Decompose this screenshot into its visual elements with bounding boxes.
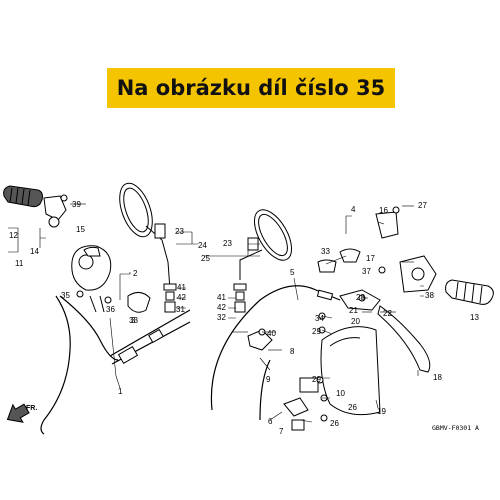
label-8: 8 — [290, 347, 295, 356]
label-14: 14 — [30, 247, 39, 256]
label-40: 40 — [267, 329, 276, 338]
label-41-right: 41 — [217, 293, 226, 302]
left-mirror — [119, 182, 177, 313]
label-42-left: 42 — [177, 293, 186, 302]
label-25: 25 — [201, 254, 210, 263]
leader-lines — [8, 203, 424, 423]
label-24: 24 — [198, 241, 207, 250]
label-21: 21 — [349, 306, 358, 315]
label-28: 28 — [356, 293, 365, 302]
label-1: 1 — [118, 387, 123, 396]
label-39: 39 — [72, 200, 81, 209]
label-42-right: 42 — [217, 303, 226, 312]
front-direction-arrow: FR. — [6, 403, 37, 423]
label-11: 11 — [15, 259, 24, 268]
label-18: 18 — [433, 373, 442, 382]
label-3: 3 — [131, 316, 136, 325]
label-9: 9 — [266, 375, 271, 384]
label-38: 38 — [425, 291, 434, 300]
label-26-lower: 26 — [330, 419, 339, 428]
label-6: 6 — [268, 417, 273, 426]
label-33-right: 33 — [321, 247, 330, 256]
label-37: 37 — [362, 267, 371, 276]
label-31: 31 — [176, 305, 185, 314]
left-grip — [3, 185, 43, 208]
label-33-left: 33 — [129, 316, 138, 325]
right-grip — [445, 279, 494, 305]
label-29-lower: 29 — [312, 375, 321, 384]
diagram-code: GBMV-F0301 A — [432, 424, 479, 432]
label-4: 4 — [351, 205, 356, 214]
label-2: 2 — [133, 269, 138, 278]
label-7: 7 — [279, 427, 284, 436]
label-19: 19 — [377, 407, 386, 416]
throttle-cables — [40, 295, 191, 435]
label-5: 5 — [290, 268, 295, 277]
label-27: 27 — [418, 201, 427, 210]
label-16: 16 — [379, 206, 388, 215]
label-12: 12 — [9, 231, 18, 240]
label-10: 10 — [336, 389, 345, 398]
label-23: 23 — [175, 227, 184, 236]
right-switch-and-lever — [317, 211, 437, 416]
label-35: 35 — [61, 291, 70, 300]
label-13: 13 — [470, 313, 479, 322]
clutch-cable — [210, 285, 341, 421]
label-36: 36 — [106, 305, 115, 314]
label-23-right: 23 — [223, 239, 232, 248]
banner-text: Na obrázku díl číslo 35 — [116, 76, 386, 100]
label-20: 20 — [351, 317, 360, 326]
label-41-left: 41 — [177, 283, 186, 292]
label-15: 15 — [76, 225, 85, 234]
part-number-banner: Na obrázku díl číslo 35 — [107, 68, 395, 108]
right-mirror — [233, 209, 293, 313]
part-number-labels: 1 2 3 4 5 6 7 8 9 10 11 12 13 14 15 16 1… — [9, 200, 479, 436]
left-switch-housing — [43, 195, 112, 313]
label-26: 26 — [348, 403, 357, 412]
label-29: 29 — [312, 327, 321, 336]
label-22: 22 — [383, 309, 392, 318]
label-32: 32 — [217, 313, 226, 322]
label-34: 34 — [315, 314, 324, 323]
label-17: 17 — [366, 254, 375, 263]
direction-label: FR. — [26, 405, 37, 412]
